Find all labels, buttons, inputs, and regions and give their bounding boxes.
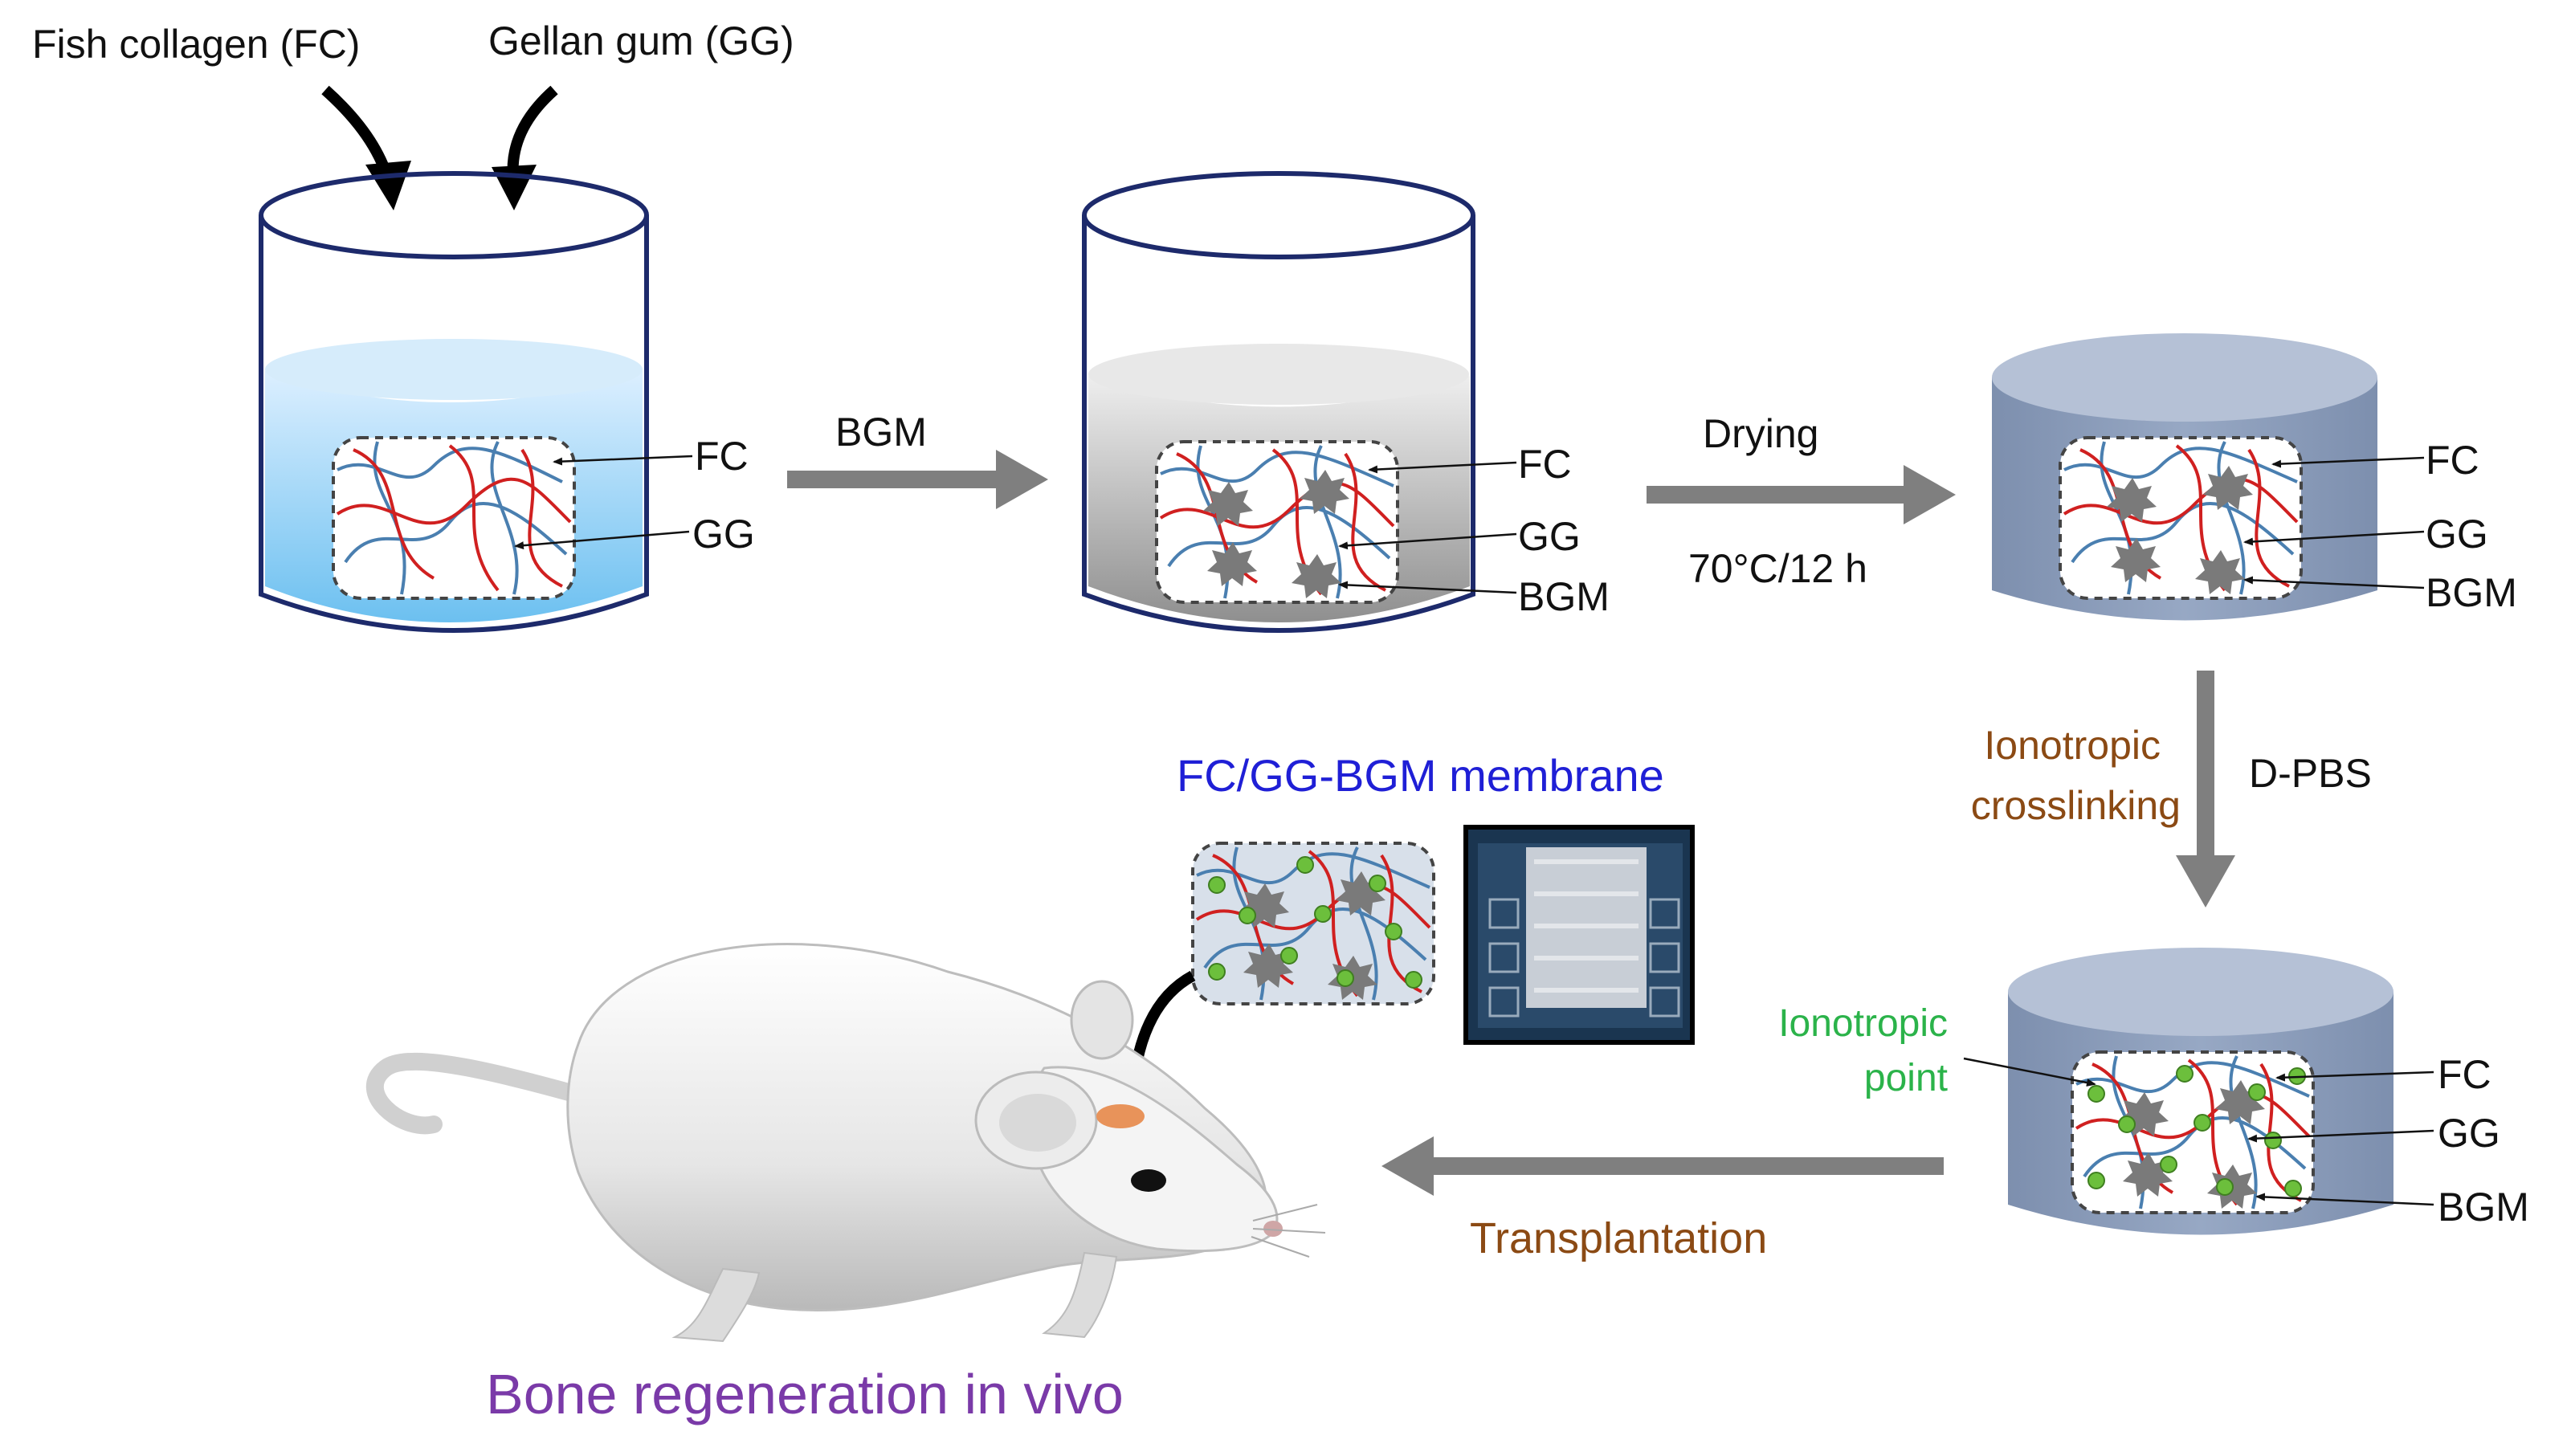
step-dpbs-label: D-PBS — [2249, 751, 2372, 796]
network-box-4 — [2071, 1050, 2315, 1214]
label-fc-1: FC — [695, 434, 749, 479]
bgm-particle — [2195, 550, 2245, 594]
bgm-particle — [1239, 883, 1289, 928]
ion-point-dot — [2087, 1085, 2105, 1103]
ion-point-dot — [1280, 947, 1298, 965]
step-drying-conditions: 70°C/12 h — [1688, 546, 1867, 591]
arrow-add-bgm — [787, 450, 1048, 509]
bgm-particle — [1207, 542, 1257, 586]
label-gg-4: GG — [2438, 1111, 2500, 1156]
pointer-lines-4 — [1963, 1057, 2434, 1206]
ion-point-dot — [1405, 971, 1422, 989]
label-gg-3: GG — [2426, 512, 2488, 557]
ionotropic-point-line2: point — [1864, 1057, 1948, 1099]
pointer-lines-1 — [514, 455, 693, 550]
label-gg-1: GG — [692, 512, 755, 557]
step-bgm-label: BGM — [835, 410, 927, 455]
input-arrow-fc — [321, 85, 411, 210]
arrow-transplantation — [1381, 1136, 1944, 1196]
outcome-label: Bone regeneration in vivo — [486, 1363, 1124, 1425]
bgm-particle — [2203, 466, 2253, 510]
ion-point-dot — [2264, 1132, 2282, 1149]
bgm-particle — [1292, 554, 1341, 598]
rat-front-leg — [1042, 1251, 1118, 1339]
pointer-lines-2 — [1338, 461, 1517, 594]
ion-point-dot — [1296, 856, 1314, 874]
ion-point-dot — [2216, 1178, 2234, 1196]
bgm-particle — [2111, 538, 2161, 582]
ion-point-dot — [2160, 1156, 2177, 1173]
membrane-schematic — [1191, 842, 1435, 1005]
step-crosslinking-line1: Ionotropic — [1984, 723, 2161, 768]
ion-point-dot — [1337, 969, 1354, 987]
rat-hind-leg — [671, 1267, 761, 1343]
ionotropic-point-line1: Ionotropic — [1778, 1002, 1948, 1045]
step-crosslinking-line2: crosslinking — [1971, 783, 2181, 828]
network-box-1 — [332, 436, 576, 600]
ion-point-dot — [1369, 875, 1386, 892]
rat-ear — [1070, 980, 1134, 1060]
label-bgm-2: BGM — [1518, 574, 1610, 619]
ion-point-dot — [1208, 963, 1226, 981]
ion-point-dot — [2248, 1083, 2266, 1101]
membrane-title: FC/GG-BGM membrane — [1177, 750, 1664, 801]
bgm-particle — [1203, 482, 1253, 526]
ion-point-dot — [1239, 907, 1256, 924]
label-fc-4: FC — [2438, 1052, 2491, 1097]
label-fc-2: FC — [1518, 442, 1572, 487]
ion-point-dot — [2284, 1180, 2302, 1197]
membrane-photo — [1463, 825, 1695, 1045]
implant-site — [1096, 1104, 1145, 1128]
rat-eye — [1131, 1169, 1166, 1192]
rat-ear-inner — [999, 1094, 1076, 1152]
ion-point-dot — [2176, 1065, 2194, 1083]
network-box-3 — [2059, 436, 2303, 600]
label-bgm-3: BGM — [2426, 570, 2517, 615]
ion-point-dot — [2087, 1172, 2105, 1189]
step-transplantation-label: Transplantation — [1470, 1214, 1767, 1262]
fish-collagen-label: Fish collagen (FC) — [32, 22, 360, 67]
pointer-lines-3 — [2243, 456, 2425, 589]
ion-point-dot — [1385, 923, 1402, 940]
ion-point-dot — [1314, 905, 1332, 923]
bgm-particle — [1300, 470, 1349, 514]
arrow-drying — [1647, 465, 1956, 524]
bgm-particle — [2119, 1092, 2169, 1136]
network-box-2 — [1155, 440, 1399, 604]
input-arrow-gg — [492, 85, 558, 210]
ion-point-dot — [2118, 1115, 2136, 1133]
rat-illustration — [365, 943, 1326, 1343]
gellan-gum-label: Gellan gum (GG) — [488, 18, 794, 63]
arrow-crosslinking — [2176, 671, 2235, 907]
label-bgm-4: BGM — [2438, 1185, 2529, 1230]
bgm-particle — [2107, 478, 2157, 522]
label-gg-2: GG — [1518, 514, 1581, 559]
ion-point-dot — [1208, 876, 1226, 894]
ion-point-dot — [2194, 1114, 2211, 1132]
step-drying-label: Drying — [1703, 411, 1818, 456]
rat-nose — [1263, 1221, 1283, 1237]
label-fc-3: FC — [2426, 438, 2479, 483]
